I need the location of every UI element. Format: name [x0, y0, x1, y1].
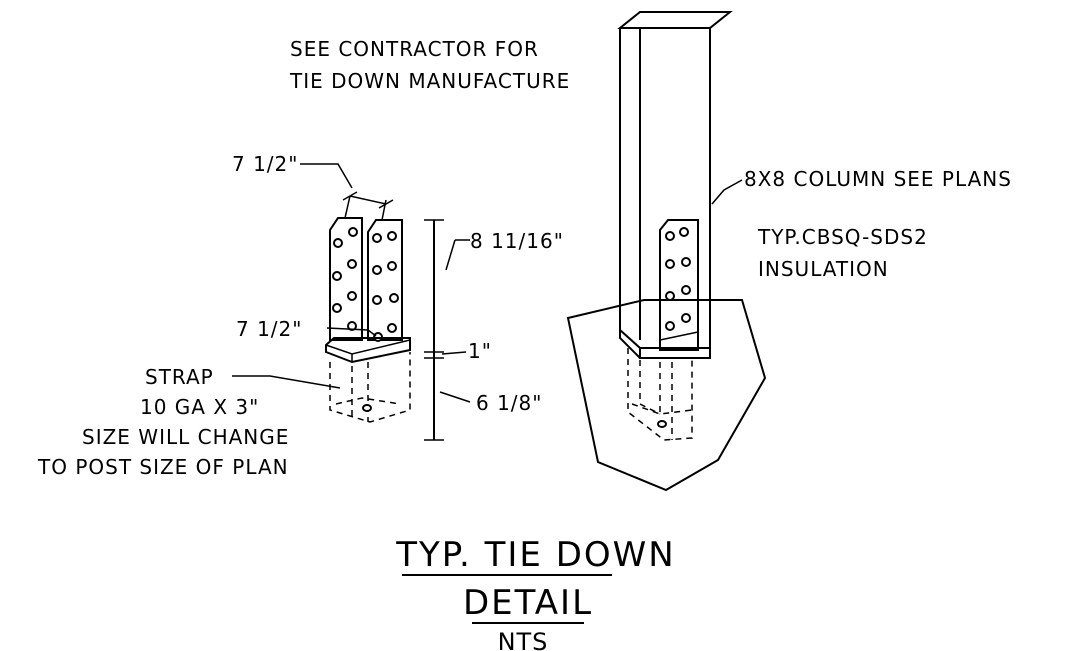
bolt-hole: [332, 303, 342, 313]
bracket-back-flange: [329, 217, 363, 341]
note-contractor-line2: TIE DOWN MANUFACTURE: [289, 69, 570, 93]
column-footing-elevation: [566, 11, 767, 492]
bracket-elevation: [325, 195, 411, 423]
bracket-front-flange: [367, 219, 403, 341]
dim-upper-height-label: 8 11/16": [470, 229, 564, 253]
title-line2: DETAIL: [463, 583, 593, 623]
bolt-hole: [347, 291, 357, 301]
bolt-hole: [333, 238, 343, 248]
bolt-hole: [347, 259, 357, 269]
bolt-hole: [372, 233, 382, 243]
dim-inner-width-leader: [326, 327, 377, 337]
bolt-hole: [372, 295, 382, 305]
bolt-hole: [387, 261, 397, 271]
dim-plate-label: 1": [468, 339, 492, 363]
title-scale: NTS: [498, 628, 549, 651]
column-base-plate: [619, 329, 711, 359]
note-column-callout: 8X8 COLUMN SEE PLANS: [744, 167, 1012, 191]
bolt-hole: [347, 321, 357, 331]
embed-strap-dashed: [329, 352, 411, 423]
dim-upper-height-leader: [445, 239, 470, 271]
dim-embed-leader: [439, 391, 471, 403]
note-strap-line1: STRAP: [145, 365, 214, 389]
dim-inner-width-label: 7 1/2": [236, 317, 302, 341]
bolt-hole: [389, 293, 399, 303]
column-post: [617, 11, 733, 358]
dim-top-width-leader: [300, 163, 353, 189]
column-bracket: [659, 219, 699, 351]
title-line1: TYP. TIE DOWN: [395, 535, 675, 575]
note-size-line1: SIZE WILL CHANGE: [82, 425, 289, 449]
bolt-hole: [387, 231, 397, 241]
dim-top-width-label: 7 1/2": [232, 152, 298, 176]
dim-embed-label: 6 1/8": [476, 391, 542, 415]
bolt-hole: [332, 271, 342, 281]
note-product-line1: TYP.CBSQ-SDS2: [757, 225, 928, 249]
bracket-base-plate: [325, 337, 411, 364]
strap-leader: [232, 375, 341, 389]
note-contractor-line1: SEE CONTRACTOR FOR: [290, 37, 539, 61]
bolt-hole: [387, 323, 397, 333]
bolt-hole: [348, 227, 358, 237]
bolt-hole: [372, 265, 382, 275]
note-product-line2: INSULATION: [758, 257, 889, 281]
note-size-line2: TO POST SIZE OF PLAN: [37, 455, 289, 479]
column-embed-dashed: [627, 348, 693, 441]
dim-plate-leader: [441, 351, 467, 355]
note-strap-line2: 10 GA X 3": [140, 395, 259, 419]
column-callout-leader: [711, 179, 743, 205]
